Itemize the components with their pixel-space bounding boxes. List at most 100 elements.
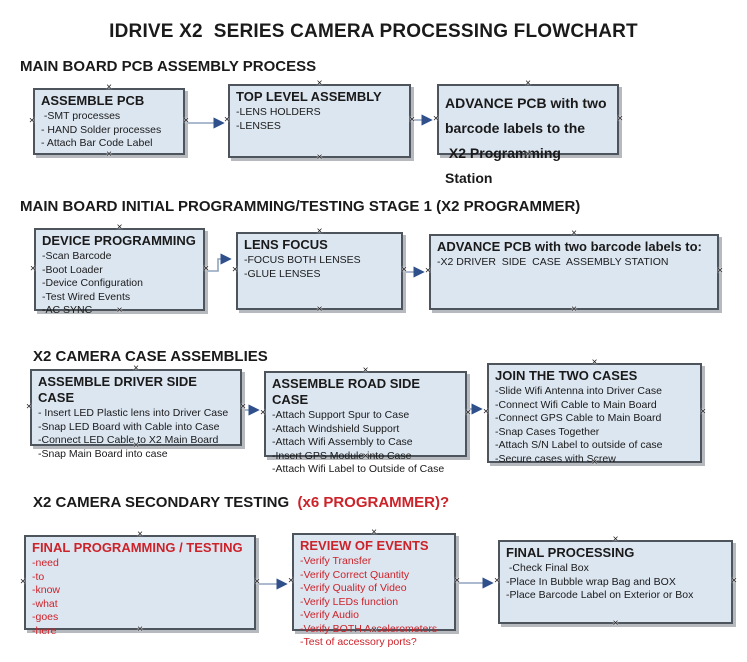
connection-handle-icon: ×: [29, 115, 35, 126]
connection-handle-icon: ×: [203, 263, 209, 274]
box-item: -Snap Main Board into case: [38, 447, 168, 460]
box-advance-pcb-driver-side: × × × × ADVANCE PCB with two barcode lab…: [425, 229, 723, 315]
connection-handle-icon: ×: [433, 113, 439, 124]
box-item: -Attach Wifi Assembly to Case: [272, 436, 413, 448]
box-assemble-driver-side-case: × × × × ASSEMBLE DRIVER SIDE CASE - Inse…: [26, 364, 246, 460]
box-item: -goes: [32, 611, 59, 623]
section-heading-red-part: (x6 PROGRAMMER)?: [297, 494, 450, 511]
box-item: -Verify Correct Quantity: [300, 568, 410, 581]
box-title: FINAL PROGRAMMING / TESTING: [32, 540, 243, 555]
box-item: -Connect GPS Cable to Main Board: [495, 412, 662, 424]
connection-handle-icon: ×: [731, 575, 737, 587]
box-item: -to: [32, 570, 45, 583]
connection-handle-icon: ×: [483, 406, 489, 418]
connection-handle-icon: ×: [401, 264, 407, 276]
connection-handle-icon: ×: [494, 575, 500, 587]
page-title: IDRIVE X2 SERIES CAMERA PROCESSING FLOWC…: [109, 21, 638, 42]
connection-handle-icon: ×: [717, 265, 723, 277]
connection-handle-icon: ×: [362, 365, 369, 376]
connection-handle-icon: ×: [106, 149, 112, 160]
connection-handle-icon: ×: [260, 407, 266, 419]
connection-handle-icon: ×: [425, 265, 431, 277]
box-top-level-assembly: × × × × TOP LEVEL ASSEMBLY -LENS HOLDERS…: [224, 79, 415, 163]
box-item: -LENS HOLDERS: [236, 106, 321, 118]
box-lens-focus: × × × × LENS FOCUS -FOCUS BOTH LENSES -G…: [232, 227, 407, 315]
box-item: -Check Final Box: [506, 562, 589, 574]
connection-handle-icon: ×: [700, 406, 706, 418]
box-item: -Secure cases with Screw: [495, 452, 616, 465]
box-item: -Insert GPS Module into Case: [272, 449, 412, 462]
box-device-programming: × × × × DEVICE PROGRAMMING -Scan Barcode…: [30, 223, 209, 317]
box-item: -what: [32, 597, 58, 610]
connection-handle-icon: ×: [133, 363, 139, 374]
connection-handle-icon: ×: [591, 357, 598, 368]
connection-handle-icon: ×: [409, 114, 415, 126]
connection-handle-icon: ×: [30, 263, 36, 274]
connection-handle-icon: ×: [254, 576, 260, 587]
box-final-processing: × × × × FINAL PROCESSING -Check Final Bo…: [494, 535, 737, 629]
box-title: ADVANCE PCB with two barcode labels to:: [437, 239, 702, 254]
box-item: -GLUE LENSES: [244, 267, 321, 280]
connection-handle-icon: ×: [316, 152, 323, 163]
connection-handle-icon: ×: [106, 82, 112, 93]
box-item: - Insert LED Plastic lens into Driver Ca…: [38, 407, 229, 419]
box-advance-pcb-programming-station: × × × × ADVANCE PCB with two barcode lab…: [433, 79, 623, 187]
box-item: -Verify Quality of Video: [300, 582, 407, 594]
connection-handle-icon: ×: [232, 264, 238, 276]
connection-handle-icon: ×: [137, 529, 143, 540]
connection-handle-icon: ×: [612, 534, 619, 545]
connection-handle-icon: ×: [26, 401, 32, 412]
box-title: JOIN THE TWO CASES: [495, 368, 638, 383]
box-item: -Verify BOTH Accelerometers: [300, 622, 438, 635]
connection-handle-icon: ×: [316, 304, 323, 315]
box-item: -Attach Windshield Support: [272, 422, 400, 435]
box-title: ASSEMBLE ROAD SIDE CASE: [272, 376, 424, 407]
box-item: -Place Barcode Label on Exterior or Box: [506, 589, 694, 601]
box-item: -SMT processes: [41, 110, 121, 122]
connection-handle-icon: ×: [571, 228, 577, 239]
section-heading-initial-programming: MAIN BOARD INITIAL PROGRAMMING/TESTING S…: [20, 198, 581, 215]
connection-handle-icon: ×: [20, 576, 26, 587]
box-title: DEVICE PROGRAMMING: [42, 233, 196, 248]
connection-handle-icon: ×: [224, 114, 230, 126]
box-title: ASSEMBLE DRIVER SIDE CASE: [38, 374, 201, 405]
box-item: -X2 DRIVER SIDE CASE ASSEMBLY STATION: [437, 256, 669, 268]
box-review-of-events: × × × × REVIEW OF EVENTS -Verify Transfe…: [288, 528, 460, 649]
connection-handle-icon: ×: [465, 407, 471, 419]
box-item: -Place In Bubble wrap Bag and BOX: [506, 575, 676, 588]
box-item: - HAND Solder processes: [41, 123, 162, 136]
box-item: -Device Configuration: [42, 277, 143, 289]
box-item: -Snap Cases Together: [495, 425, 600, 438]
box-final-programming-testing: × × × × FINAL PROGRAMMING / TESTING -nee…: [20, 530, 260, 637]
box-item: -need: [32, 557, 59, 569]
box-item: -Connect LED Cable to X2 Main Board: [38, 434, 219, 446]
connection-handle-icon: ×: [525, 78, 531, 89]
connection-handle-icon: ×: [183, 115, 189, 126]
section-heading-black-part: X2 CAMERA SECONDARY TESTING: [33, 494, 298, 511]
box-item: -Attach Wifi Label to Outside of Case: [272, 463, 445, 475]
section-heading-case-assemblies: X2 CAMERA CASE ASSEMBLIES: [33, 348, 268, 365]
box-item: -Test of accessory ports?: [300, 636, 417, 648]
connection-handle-icon: ×: [116, 222, 123, 233]
box-item: -Connect Wifi Cable to Main Board: [495, 398, 657, 411]
box-item: -Snap LED Board with Cable into Case: [38, 420, 220, 433]
box-assemble-road-side-case: × × × × ASSEMBLE ROAD SIDE CASE -Attach …: [260, 366, 471, 476]
box-assemble-pcb: × × × × ASSEMBLE PCB -SMT processes - HA…: [29, 83, 189, 160]
box-item: -LENSES: [236, 119, 281, 132]
box-item: -Slide Wifi Antenna into Driver Case: [495, 385, 662, 397]
connection-handle-icon: ×: [617, 113, 623, 124]
box-item: -FOCUS BOTH LENSES: [244, 254, 361, 266]
box-item: -Scan Barcode: [42, 250, 112, 262]
box-title: ADVANCE PCB with two barcode labels to t…: [445, 95, 607, 186]
box-item: -know: [32, 584, 61, 596]
box-item: -Attach S/N Label to outside of case: [495, 439, 663, 451]
connection-handle-icon: ×: [612, 618, 619, 629]
connection-handle-icon: ×: [240, 401, 246, 412]
connection-handle-icon: ×: [454, 575, 460, 587]
connection-handle-icon: ×: [316, 226, 323, 237]
section-heading-secondary-testing: X2 CAMERA SECONDARY TESTING (x6 PROGRAMM…: [33, 494, 449, 511]
box-title: LENS FOCUS: [244, 237, 328, 252]
box-item: -here: [32, 624, 57, 637]
box-join-the-two-cases: × × × × JOIN THE TWO CASES -Slide Wifi A…: [483, 358, 706, 468]
